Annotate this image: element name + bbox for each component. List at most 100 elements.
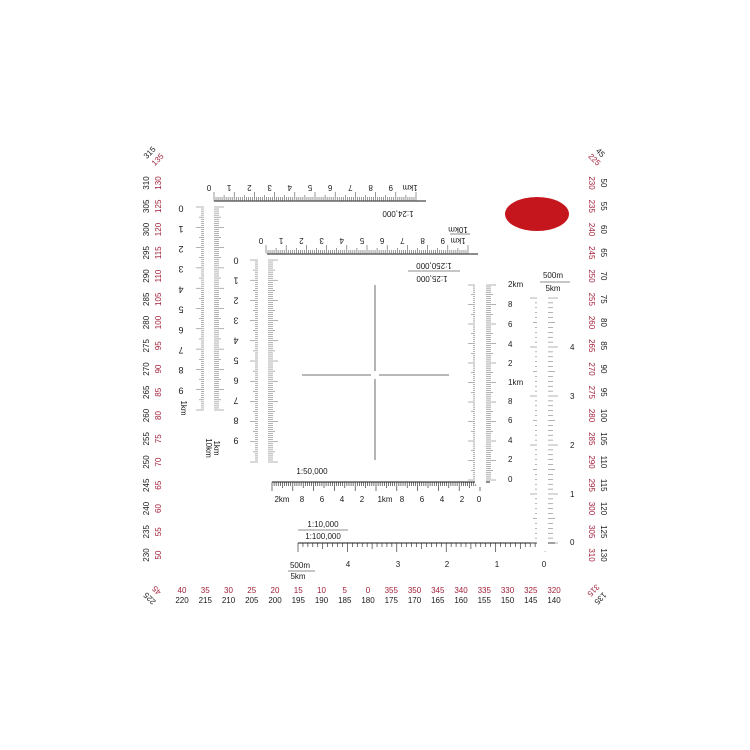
scale-label: 5km [545, 284, 560, 293]
scale-label: 8 [178, 365, 183, 375]
scale-label: 4 [233, 336, 238, 346]
degree-label-red: 120 [154, 222, 163, 236]
degree-label-red: 65 [154, 480, 163, 489]
scale-label: 2 [233, 296, 238, 306]
degree-label: 300 [142, 222, 151, 236]
scale-label: 1km [212, 440, 221, 455]
ruler-slot [258, 252, 268, 472]
scale-label: 6 [178, 325, 183, 335]
degree-label: 220 [175, 596, 189, 605]
degree-label: 170 [408, 596, 422, 605]
scale-label: 2 [445, 560, 450, 569]
center-hole [371, 371, 379, 379]
degree-label: 290 [142, 269, 151, 283]
scale-label: 9 [440, 236, 445, 245]
degree-label: 255 [142, 432, 151, 446]
scale-label: 0 [233, 256, 238, 266]
degree-label: 100 [599, 409, 608, 423]
degree-label-red: 80 [154, 411, 163, 420]
degree-label: 155 [478, 596, 492, 605]
degree-label: 295 [142, 246, 151, 260]
degree-label-red: 5 [343, 586, 348, 595]
degree-label: 215 [199, 596, 213, 605]
degree-label: 200 [268, 596, 282, 605]
scale-label: 6 [379, 236, 384, 245]
scale-label: 6 [508, 416, 513, 425]
degree-label-red: 320 [547, 586, 561, 595]
degree-label: 145 [524, 596, 538, 605]
scale-label: 1:100,000 [305, 532, 341, 541]
scale-label: 5 [307, 183, 312, 192]
scale-label: 1 [495, 560, 500, 569]
scale-label: 8 [233, 416, 238, 426]
scale-label: 9 [233, 436, 238, 446]
degree-label: 270 [142, 362, 151, 376]
degree-label: 235 [142, 525, 151, 539]
scale-label: 10km [204, 438, 213, 458]
scale-label: 7 [178, 345, 183, 355]
scale-label: 4 [339, 236, 344, 245]
scale-label: 2 [570, 441, 575, 450]
scale-label: 7 [233, 396, 238, 406]
degree-label-red: 50 [154, 550, 163, 559]
degree-label-red: 85 [154, 387, 163, 396]
degree-label-red: 310 [587, 548, 596, 562]
scale-label: 9 [178, 385, 183, 395]
degree-label: 130 [599, 548, 608, 562]
degree-label-red: 0 [366, 586, 371, 595]
ruler-slot [537, 290, 548, 552]
degree-label: 75 [599, 295, 608, 304]
scale-label: 2 [299, 236, 304, 245]
scale-label: 2 [360, 495, 365, 504]
ruler-slot [204, 200, 214, 418]
degree-label-red: 60 [154, 504, 163, 513]
scale-label: 4 [178, 284, 183, 294]
degree-label-red: 250 [587, 269, 596, 283]
degree-label: 230 [142, 548, 151, 562]
scale-label: 2 [178, 244, 183, 254]
degree-label: 310 [142, 176, 151, 190]
scale-label: 0 [178, 204, 183, 214]
scale-label: 6 [320, 495, 325, 504]
degree-label: 280 [142, 315, 151, 329]
scale-label: 2km [508, 280, 523, 289]
scale-label: 4 [340, 495, 345, 504]
degree-label-red: 40 [178, 586, 187, 595]
degree-label: 240 [142, 501, 151, 515]
degree-label-red: 270 [587, 362, 596, 376]
degree-label-red: 245 [587, 246, 596, 260]
scale-label: 3 [233, 316, 238, 326]
scale-label: 1:50,000 [296, 467, 328, 476]
scale-label: 4 [440, 495, 445, 504]
degree-label: 160 [454, 596, 468, 605]
degree-label-red: 235 [587, 200, 596, 214]
scale-label: 3 [319, 236, 324, 245]
degree-label-red: 10 [317, 586, 326, 595]
degree-label: 175 [385, 596, 399, 605]
scale-label: 8 [368, 183, 373, 192]
scale-label: 8 [508, 397, 513, 406]
degree-label: 165 [431, 596, 445, 605]
degree-label: 275 [142, 339, 151, 353]
degree-label: 150 [501, 596, 515, 605]
scale-label: 1km [402, 183, 417, 192]
degree-label: 260 [142, 408, 151, 422]
degree-label-red: 285 [587, 432, 596, 446]
scale-label: 4 [508, 436, 513, 445]
degree-label: 250 [142, 455, 151, 469]
degree-label-red: 115 [154, 246, 163, 259]
scale-label: 0 [206, 183, 211, 192]
scale-label: 5km [290, 572, 305, 581]
degree-label-red: 25 [247, 586, 256, 595]
degree-label-red: 265 [587, 339, 596, 353]
scale-label: 7 [348, 183, 353, 192]
scale-label: 6 [420, 495, 425, 504]
degree-label-red: 125 [154, 199, 163, 213]
degree-label: 115 [599, 479, 608, 492]
scale-label: 0 [508, 475, 513, 484]
degree-label: 210 [222, 596, 236, 605]
scale-label: 2 [508, 455, 513, 464]
scale-label: 3 [267, 183, 272, 192]
degree-label: 70 [599, 272, 608, 281]
